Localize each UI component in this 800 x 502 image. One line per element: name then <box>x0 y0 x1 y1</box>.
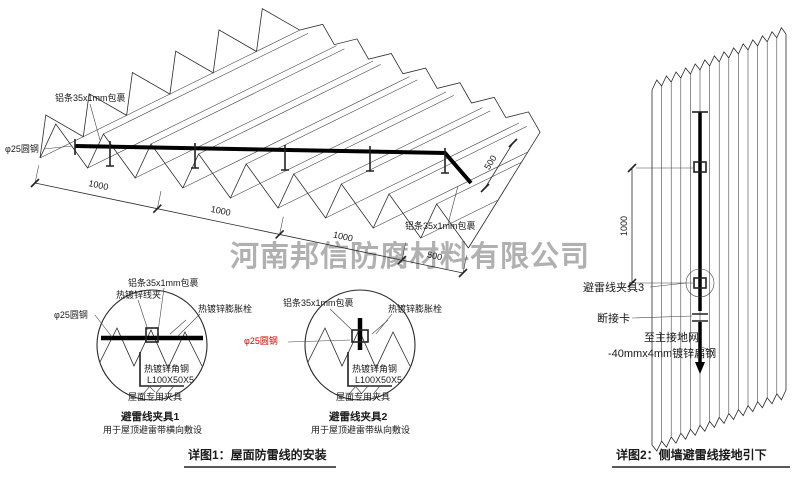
detail-clamp2: 铝条35x1mm包裹 热镀锌膨胀栓 φ25圆钢 热镀锌角钢 L100X50X5 … <box>244 289 442 435</box>
dim-500-side: 500 <box>482 153 498 171</box>
wall-clamp3-label: 避雷线夹具3 <box>583 280 644 294</box>
wall-drawing: 1000 避雷线夹具3 断接卡 至主接地网 -40mmx4mm镀锌扁钢 <box>583 27 787 452</box>
dim-500: 500 <box>426 249 443 262</box>
clamp1-round-steel-label: φ25圆钢 <box>54 309 88 320</box>
roof-drawing: 1000 1000 1000 500 500 铝条35x1mm包裹 φ25圆钢 … <box>5 7 541 278</box>
detail2-leaders <box>287 308 393 395</box>
roof-labels: 铝条35x1mm包裹 φ25圆钢 铝条35x1mm包裹 <box>5 92 476 231</box>
roof-ridge-lines-crests <box>103 33 527 205</box>
wall-dim-1000: 1000 <box>619 216 629 236</box>
dim-1000-a: 1000 <box>88 178 110 192</box>
dimension-extensions <box>34 165 467 274</box>
dimension-line <box>34 182 464 274</box>
clamp1-angle-steel-label: 热镀锌角钢 <box>144 363 189 374</box>
detail1-bubble <box>96 289 208 401</box>
detail1-wire-clip <box>145 327 159 343</box>
wall-dim-extensions <box>636 167 693 284</box>
wall-disconnect-label: 断接卡 <box>597 311 630 325</box>
detail1-corrugation-profile <box>99 327 203 369</box>
roof-far-edge <box>299 23 541 133</box>
aluminum-strip-top-label: 铝条35x1mm包裹 <box>55 92 126 103</box>
wall-side-edges <box>651 34 787 445</box>
clamp2-subtitle: 用于屋顶避雷带纵向敷设 <box>311 424 410 435</box>
caption-detail1: 详图1：屋面防雷线的安装 <box>188 447 327 462</box>
detail1-hatch <box>143 385 175 394</box>
wall-disconnect-card <box>692 313 708 322</box>
clamp1-fixture-label: 屋面专用夹具 <box>128 391 182 402</box>
side-dimension-ticks <box>480 138 518 193</box>
clamp2-bolt-label: 热镀锌膨胀栓 <box>388 303 442 314</box>
roof-leader-lines <box>43 103 459 225</box>
roof-left-profile <box>39 7 300 159</box>
roof-dimension-chain: 1000 1000 1000 500 500 <box>30 138 518 278</box>
detail2-hatch <box>349 385 381 394</box>
clamp1-aluminum-label: 铝条35x1mm包裹 <box>128 277 199 288</box>
side-dimension-line <box>484 142 514 189</box>
detail2-bubble <box>304 289 416 401</box>
wall-clamp-lower <box>693 277 707 289</box>
detail-clamp1: 热镀锌线夹 铝条35x1mm包裹 热镀锌膨胀栓 φ25圆钢 热镀锌角钢 L100… <box>54 277 252 435</box>
wall-labels: 避雷线夹具3 断接卡 至主接地网 -40mmx4mm镀锌扁钢 <box>583 280 716 360</box>
detail1-leaders <box>94 287 201 393</box>
clamp2-aluminum-label: 铝条35x1mm包裹 <box>283 297 354 308</box>
clamp2-fixture-label: 屋面专用夹具 <box>336 391 390 402</box>
clamp1-subtitle: 用于屋顶避雷带横向敷设 <box>103 424 202 435</box>
clamp2-round-steel-label: φ25圆钢 <box>244 335 278 346</box>
clamp1-angle-size-label: L100X50X5 <box>147 375 194 385</box>
company-watermark: 河南邦信防腐材料有限公司 <box>230 241 591 273</box>
to-ground-arrow <box>695 362 705 374</box>
wall-dim-ticks <box>627 163 637 288</box>
dimension-ticks <box>30 178 468 278</box>
roof-conductor-clamps <box>106 141 449 174</box>
detail1-angle-steel <box>139 352 184 387</box>
roof-ridge-lines-valleys <box>39 29 528 239</box>
clamp2-angle-size-label: L100X50X5 <box>355 375 402 385</box>
caption-detail2: 详图2：侧墙避雷线接地引下 <box>616 447 767 462</box>
clamp2-title: 避雷线夹具2 <box>328 410 387 423</box>
wall-flat-steel-label: -40mmx4mm镀锌扁钢 <box>608 346 716 360</box>
detail2-wire-clip <box>351 329 369 343</box>
clamp2-angle-steel-label: 热镀锌角钢 <box>352 363 397 374</box>
dim-1000-b: 1000 <box>210 204 232 218</box>
clamp1-bolt-label: 热镀锌膨胀栓 <box>198 303 252 314</box>
wall-to-ground-label: 至主接地网 <box>644 331 699 344</box>
round-steel-label: φ25圆钢 <box>5 143 39 154</box>
captions: 详图1：屋面防雷线的安装 详图2：侧墙避雷线接地引下 <box>184 447 790 468</box>
dim-1000-c: 1000 <box>332 230 354 244</box>
wall-leader-lines <box>631 282 715 354</box>
detail2-angle-steel <box>347 352 392 387</box>
wall-corrugation-ribs <box>661 37 778 442</box>
detail1-bolt <box>169 319 187 335</box>
clamp1-wire-clip-label: 热镀锌线夹 <box>116 289 161 300</box>
wall-clamp-upper <box>693 161 707 173</box>
roof-right-edge <box>468 131 541 249</box>
clamp1-title: 避雷线夹具1 <box>120 410 179 423</box>
wall-dimension: 1000 <box>619 163 693 288</box>
aluminum-strip-right-label: 铝条35x1mm包裹 <box>405 220 476 231</box>
